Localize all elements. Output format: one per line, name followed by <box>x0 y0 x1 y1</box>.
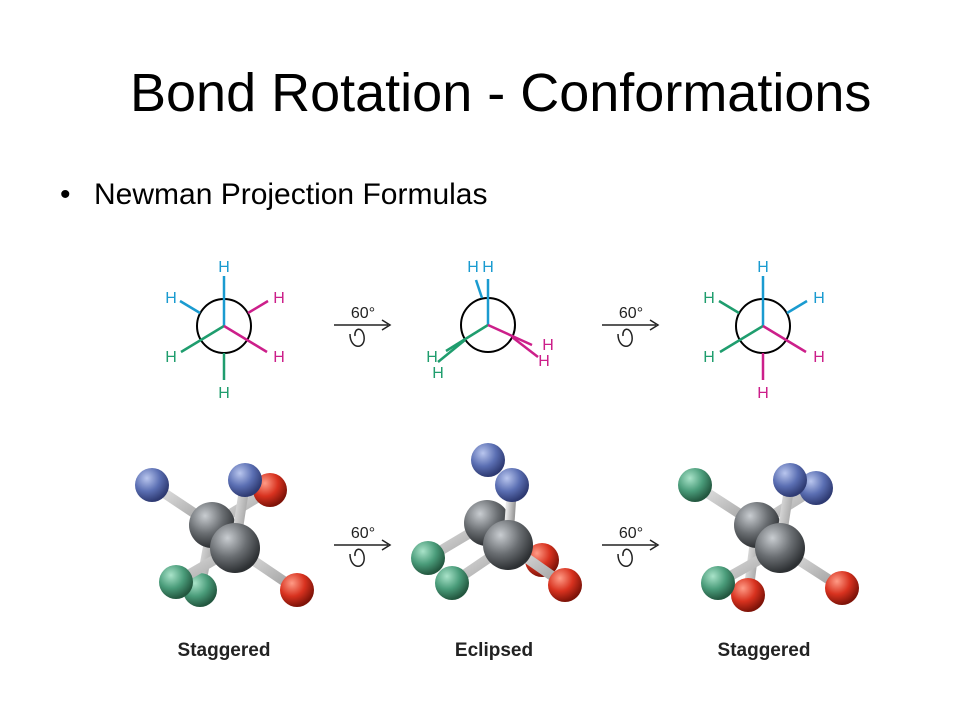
atom-label-h: H <box>218 259 230 276</box>
rotation-loop-icon <box>349 548 365 567</box>
rotation-angle-label: 60° <box>619 305 643 322</box>
rotation-arrow: 60° <box>602 525 660 567</box>
rotation-angle-label: 60° <box>351 305 375 322</box>
atom-red <box>548 568 582 602</box>
front-bond-h <box>445 323 489 353</box>
rotation-loop-icon <box>349 328 365 347</box>
front-bond-h <box>223 324 268 354</box>
atom-label-h: H <box>432 365 444 382</box>
atom-label-h: H <box>273 349 285 366</box>
atom-blue <box>135 468 169 502</box>
atom-blue <box>495 468 529 502</box>
atom-label-h: H <box>165 349 177 366</box>
back-bond-h <box>786 299 808 315</box>
rotation-arrow: 60° <box>334 305 392 347</box>
rotation-loop-icon <box>617 548 633 567</box>
back-bond-h <box>474 279 484 299</box>
rotation-arrow: 60° <box>334 525 392 567</box>
atom-label-h: H <box>218 385 230 402</box>
conformation-caption: Eclipsed <box>455 640 533 661</box>
atom-green <box>411 541 445 575</box>
back-bond-h <box>247 299 269 315</box>
atom-label-h: H <box>703 290 715 307</box>
newman-staggered-1: H H H H H H <box>165 259 285 402</box>
conformation-caption: Staggered <box>178 640 271 661</box>
front-bond-h <box>487 323 533 347</box>
back-bond-h <box>179 299 201 315</box>
atom-label-h: H <box>813 290 825 307</box>
atom-green <box>678 468 712 502</box>
rotation-arrow: 60° <box>602 305 660 347</box>
atom-blue <box>799 471 833 505</box>
atom-label-h: H <box>482 259 494 276</box>
atom-label-h: H <box>426 349 438 366</box>
atom-blue <box>228 463 262 497</box>
ball-stick-staggered-1 <box>135 463 314 607</box>
atom-red <box>280 573 314 607</box>
atom-label-h: H <box>703 349 715 366</box>
atom-red <box>731 578 765 612</box>
atom-label-h: H <box>542 337 554 354</box>
bullet-dot: • <box>60 178 71 211</box>
back-bond-h <box>511 336 539 358</box>
atom-label-h: H <box>165 290 177 307</box>
rotation-angle-label: 60° <box>351 525 375 542</box>
ball-stick-staggered-2 <box>678 463 859 612</box>
bullet-item: • Newman Projection Formulas <box>60 178 487 212</box>
newman-staggered-2: H H H H H H <box>703 259 825 402</box>
carbon-atom-front <box>483 520 533 570</box>
atom-label-h: H <box>757 385 769 402</box>
front-bond-h <box>180 324 225 354</box>
ball-stick-eclipsed <box>411 443 582 602</box>
front-bond-h <box>719 324 764 354</box>
atom-blue <box>471 443 505 477</box>
bullet-text: Newman Projection Formulas <box>94 178 488 211</box>
atom-green <box>701 566 735 600</box>
atom-label-h: H <box>467 259 479 276</box>
conformation-caption: Staggered <box>718 640 811 661</box>
back-bond-h <box>718 299 740 315</box>
back-bond-h <box>437 339 466 363</box>
front-bond-h <box>762 324 807 354</box>
atom-blue <box>773 463 807 497</box>
slide-title: Bond Rotation - Conformations <box>130 63 872 123</box>
atom-label-h: H <box>273 290 285 307</box>
atom-red <box>825 571 859 605</box>
rotation-loop-icon <box>617 328 633 347</box>
atom-label-h: H <box>757 259 769 276</box>
newman-eclipsed: H H H H H H <box>426 259 554 382</box>
atom-green <box>435 566 469 600</box>
carbon-atom-front <box>210 523 260 573</box>
atom-green <box>159 565 193 599</box>
rotation-angle-label: 60° <box>619 525 643 542</box>
atom-label-h: H <box>538 353 550 370</box>
atom-label-h: H <box>813 349 825 366</box>
carbon-atom-front <box>755 523 805 573</box>
